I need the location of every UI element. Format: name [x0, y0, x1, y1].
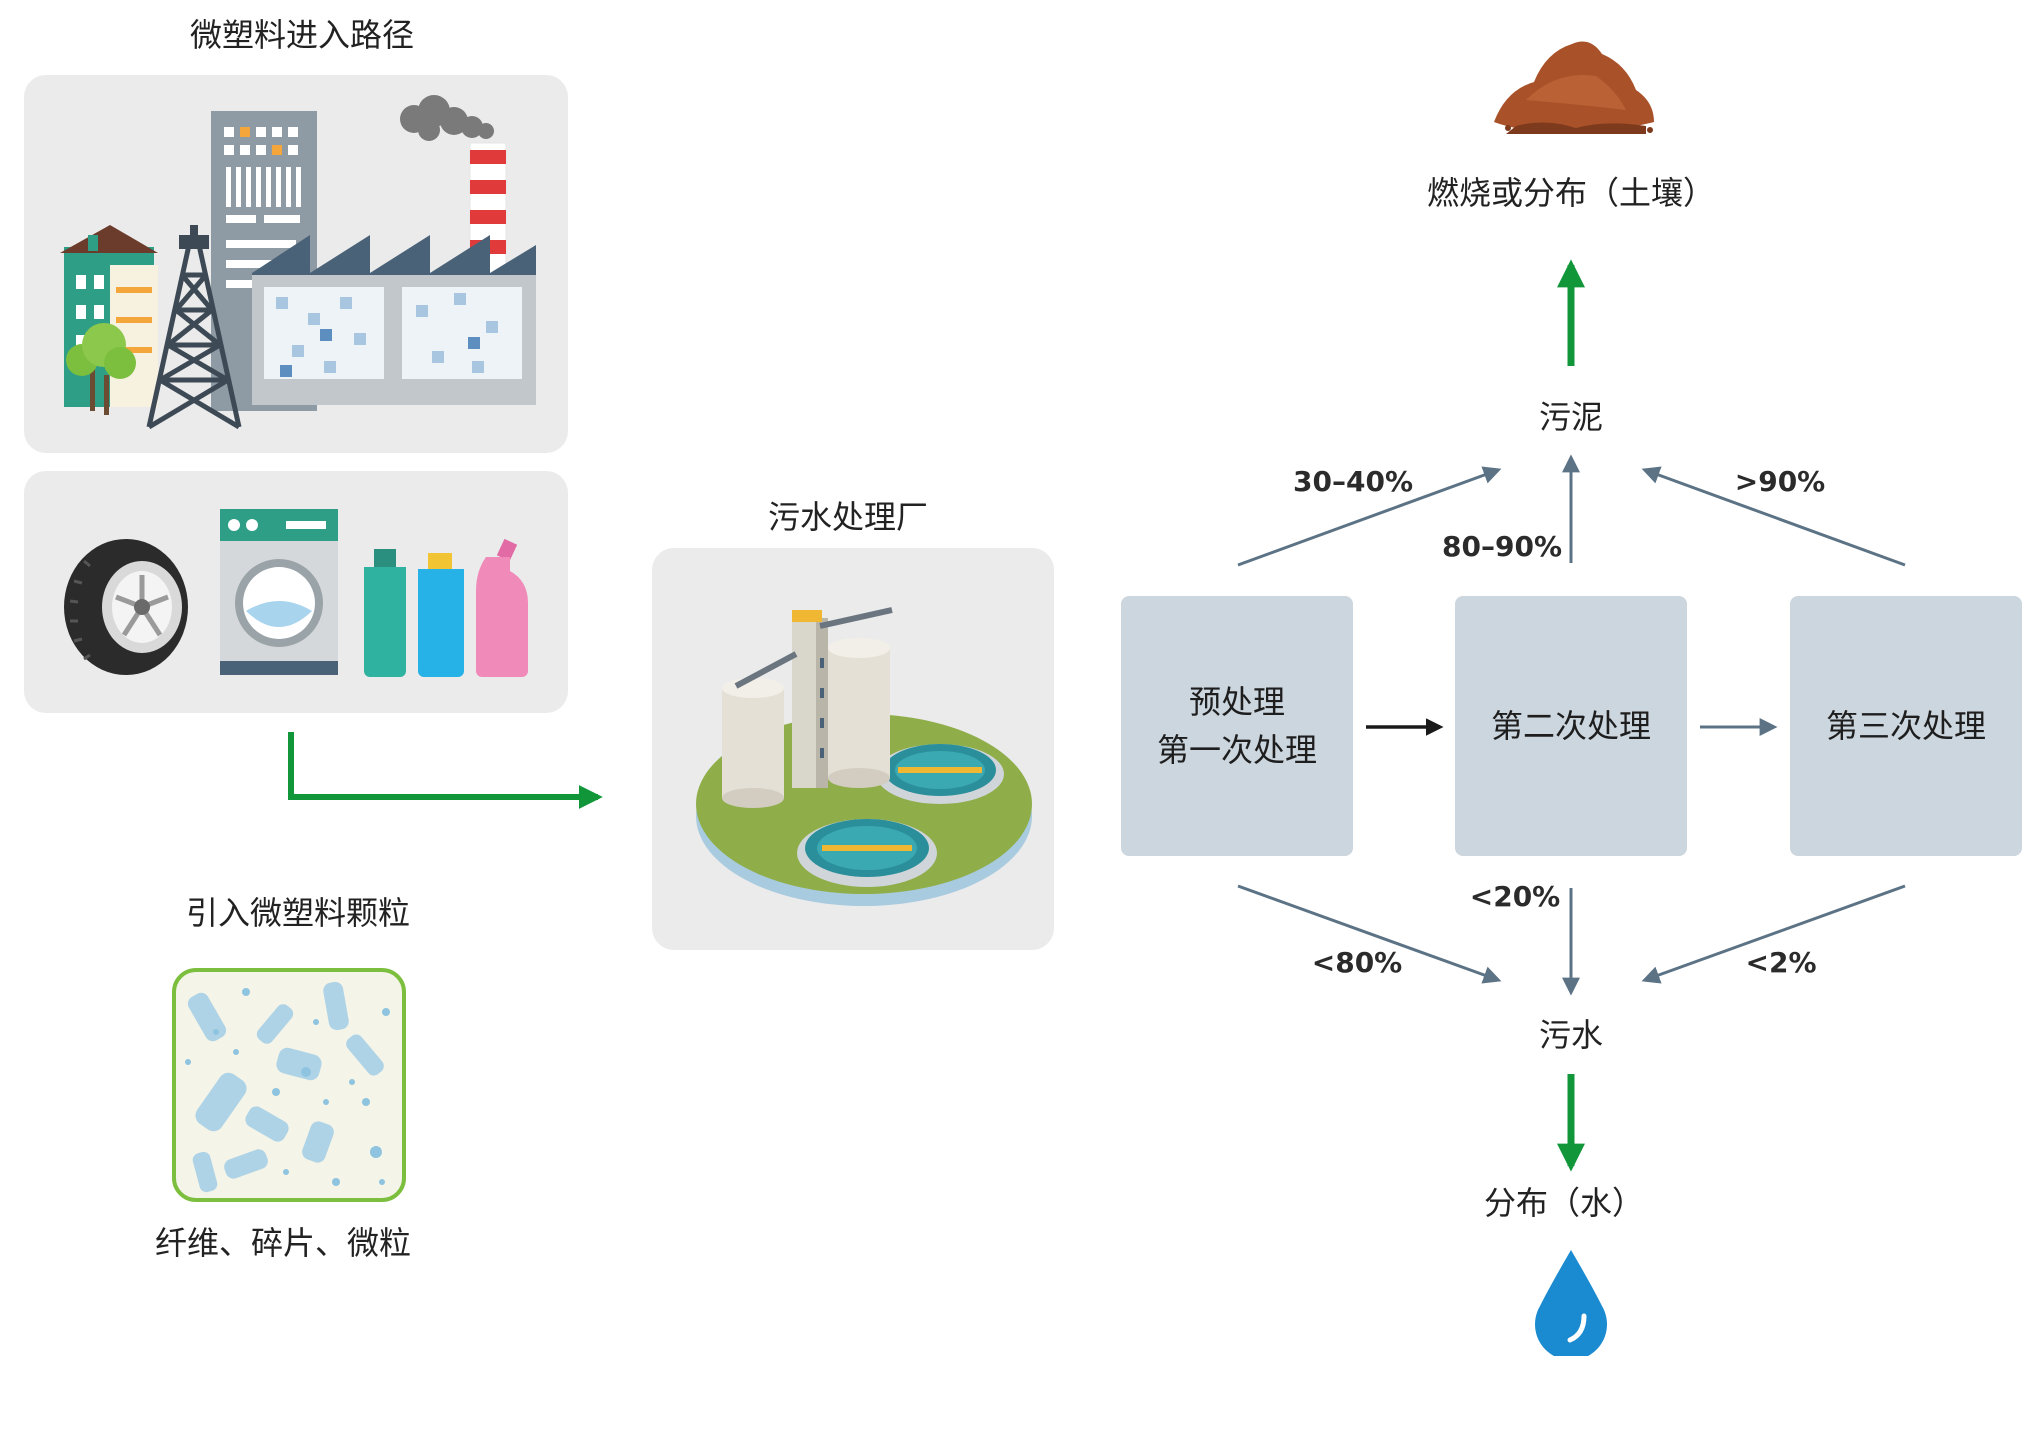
soil-pile-icon: [1494, 41, 1654, 134]
pct-primary-wastewater: <80%: [1311, 946, 1403, 979]
plant-title: 污水处理厂: [767, 498, 929, 536]
process-box-primary-line1: 预处理: [1188, 683, 1285, 721]
washing-machine-icon: [220, 509, 338, 675]
input-arrow: [288, 732, 603, 809]
sludge-label: 污泥: [1538, 398, 1604, 436]
tire-icon: [64, 539, 188, 675]
treatment-plant-icon: [696, 607, 1032, 906]
treatment-plant-panel: [652, 548, 1054, 950]
process-box-primary-line2: 第一次处理: [1156, 731, 1317, 769]
pct-primary-sludge: 30–40%: [1293, 465, 1413, 498]
process-box-primary: 预处理 第一次处理: [1121, 596, 1353, 856]
city-industry-icon: [60, 95, 536, 430]
sludge-fate-label: 燃烧或分布（土壤）: [1426, 174, 1716, 212]
process-box-secondary-label: 第二次处理: [1490, 707, 1651, 745]
pct-secondary-sludge: 80–90%: [1442, 530, 1562, 563]
process-box-tertiary: 第三次处理: [1790, 596, 2022, 856]
entry-path-title: 微塑料进入路径: [189, 16, 415, 54]
process-box-secondary: 第二次处理: [1455, 596, 1687, 856]
microplastic-granules-icon: [172, 968, 406, 1202]
arrow-primary-to-sludge: [1237, 466, 1502, 567]
granules-title: 引入微塑料颗粒: [185, 894, 411, 932]
detergent-bottles-icon: [364, 538, 528, 677]
products-panel: [24, 471, 568, 713]
process-box-tertiary-label: 第三次处理: [1825, 707, 1986, 745]
industry-panel: [24, 75, 568, 453]
pct-tertiary-sludge: >90%: [1734, 465, 1826, 498]
arrow-primary-to-wastewater: [1237, 884, 1502, 984]
arrow-tertiary-to-sludge: [1641, 466, 1906, 567]
wastewater-label: 污水: [1538, 1016, 1604, 1054]
pct-tertiary-wastewater: <2%: [1745, 946, 1817, 979]
granules-caption: 纤维、碎片、微粒: [154, 1224, 412, 1262]
pct-secondary-wastewater: <20%: [1469, 880, 1561, 913]
water-fate-label: 分布（水）: [1483, 1184, 1645, 1222]
arrow-tertiary-to-wastewater: [1641, 884, 1906, 984]
water-drop-icon: [1535, 1250, 1607, 1356]
